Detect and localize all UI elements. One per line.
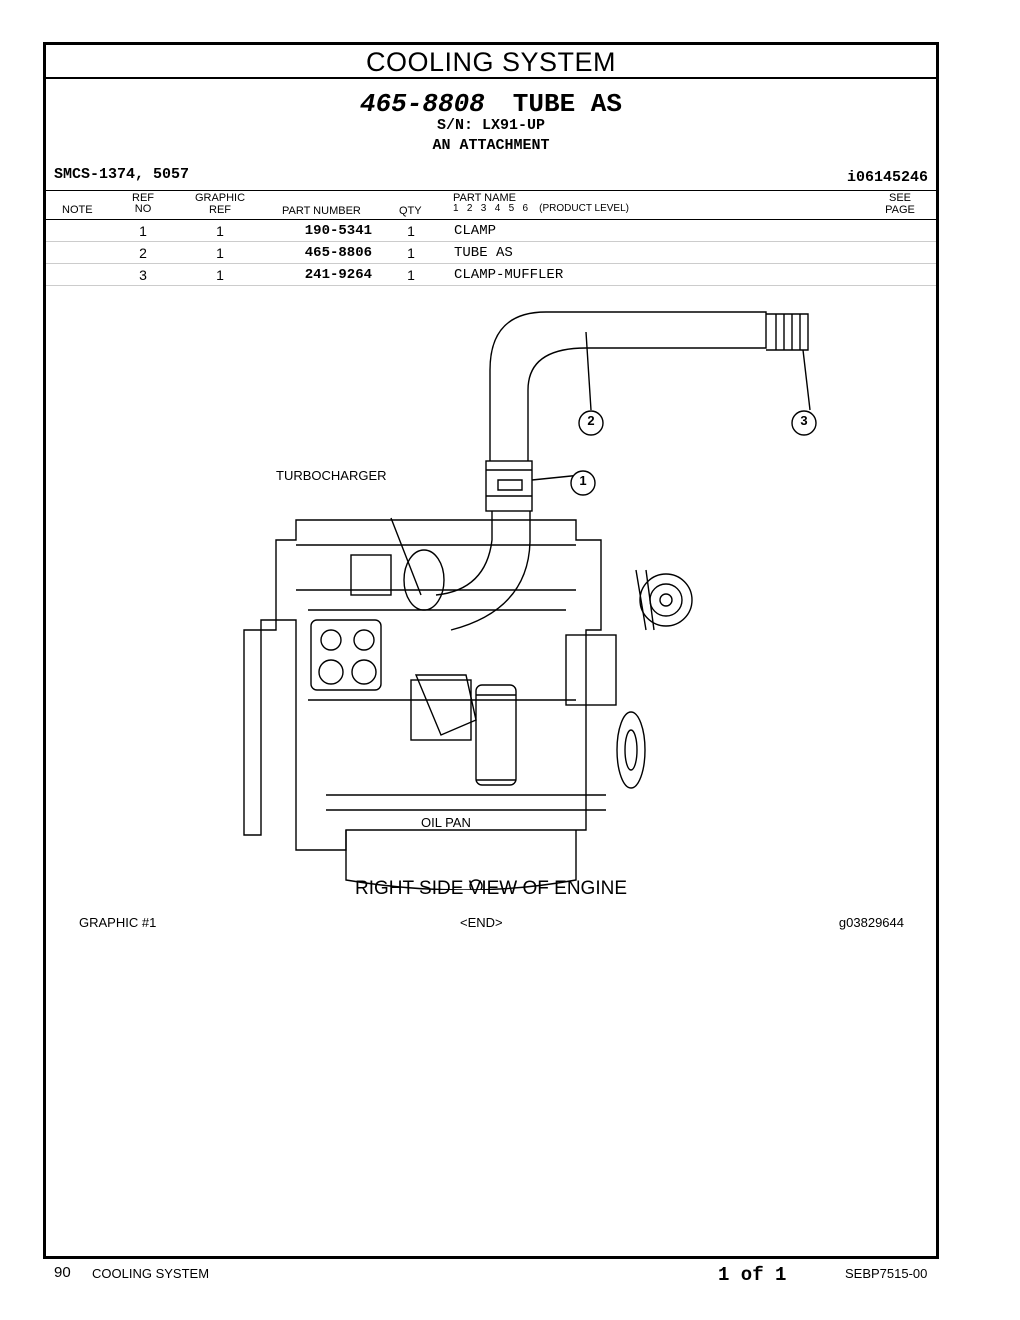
- callout-label-1: 1: [579, 473, 587, 488]
- document-id: SEBP7515-00: [845, 1266, 928, 1281]
- figure-caption: RIGHT SIDE VIEW OF ENGINE: [354, 878, 627, 899]
- graphic-number: GRAPHIC #1: [79, 915, 157, 930]
- part-name: TUBE AS: [454, 245, 513, 261]
- end-marker: <END>: [460, 915, 503, 930]
- label-oil-pan: OIL PAN: [421, 815, 471, 830]
- engine-illustration: [243, 311, 817, 890]
- column-header: NOTE REF NO GRAPHIC REF PART NUMBER QTY …: [46, 190, 936, 220]
- col-part-number: PART NUMBER: [282, 205, 361, 217]
- callout-2: [578, 410, 604, 436]
- table-row: 3 1 241-9264 1 CLAMP-MUFFLER: [46, 264, 936, 286]
- col-see-bottom: PAGE: [885, 204, 915, 216]
- page-number: 90: [54, 1264, 71, 1281]
- col-product-level: 1 2 3 4 5 6 (PRODUCT LEVEL): [453, 203, 629, 214]
- attachment-label: AN ATTACHMENT: [432, 137, 550, 154]
- section-title: COOLING SYSTEM: [46, 45, 936, 79]
- graphic-id: g03829644: [838, 915, 904, 930]
- part-name-heading: TUBE AS: [512, 89, 623, 119]
- label-turbocharger: TURBOCHARGER: [276, 468, 387, 483]
- graphic-ref: 1: [216, 223, 224, 239]
- illustration-id: i06145246: [846, 169, 928, 186]
- serial-range: S/N: LX91-UP: [436, 117, 546, 134]
- part-number-heading: 465-8808: [359, 89, 485, 119]
- graphic-ref: 1: [216, 245, 224, 261]
- table-row: 1 1 190-5341 1 CLAMP: [46, 220, 936, 242]
- col-note: NOTE: [62, 204, 93, 216]
- ref-no: 1: [139, 223, 147, 239]
- qty: 1: [407, 223, 415, 239]
- table-row: 2 1 465-8806 1 TUBE AS: [46, 242, 936, 264]
- qty: 1: [407, 245, 415, 261]
- col-graphic-top: GRAPHIC: [194, 192, 246, 204]
- part-heading: 465-8808 TUBE AS: [46, 89, 936, 119]
- graphic-ref: 1: [216, 267, 224, 283]
- col-see-top: SEE: [888, 192, 911, 204]
- qty: 1: [407, 267, 415, 283]
- part-number: 465-8806: [304, 245, 372, 261]
- col-part-name: PART NAME: [453, 192, 516, 204]
- col-ref-bottom: NO: [134, 203, 152, 215]
- callout-label-3: 3: [800, 413, 808, 428]
- col-ref-top: REF: [132, 192, 154, 204]
- footer-section: COOLING SYSTEM: [92, 1266, 210, 1281]
- part-name: CLAMP: [454, 223, 497, 239]
- exhaust-tube: [489, 311, 767, 461]
- ref-no: 2: [139, 245, 147, 261]
- callout-1: [570, 470, 596, 496]
- oil-pan: [345, 830, 577, 890]
- part-number: 241-9264: [304, 267, 372, 283]
- page-of: 1 of 1: [718, 1264, 787, 1286]
- ref-no: 3: [139, 267, 147, 283]
- callout-label-2: 2: [587, 413, 595, 428]
- part-name: CLAMP-MUFFLER: [454, 267, 564, 283]
- col-graphic-bottom: REF: [209, 204, 231, 216]
- col-qty: QTY: [399, 205, 422, 217]
- engine-block: [243, 519, 602, 851]
- smcs-code: SMCS-1374, 5057: [54, 166, 190, 183]
- callout-3: [791, 410, 817, 436]
- part-number: 190-5341: [304, 223, 372, 239]
